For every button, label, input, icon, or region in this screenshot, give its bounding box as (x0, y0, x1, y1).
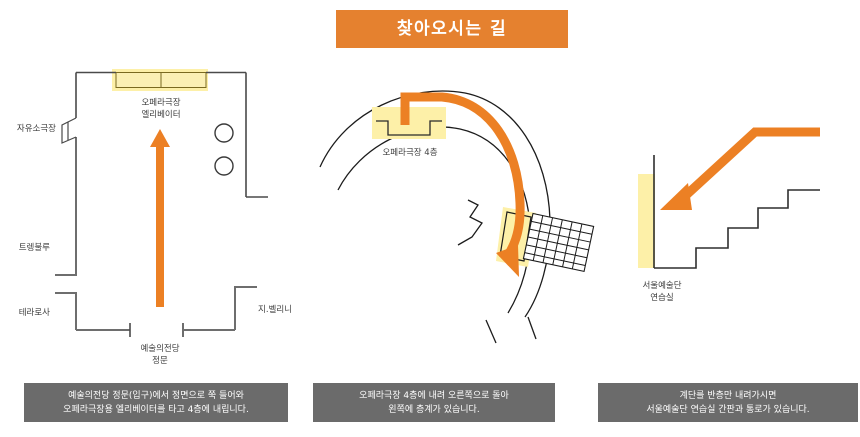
caption-box-step3: 계단를 반층만 내려가시면 서울예술단 연습실 간판과 통로가 있습니다. (598, 383, 858, 422)
route-arrow-shaft (156, 143, 164, 307)
route-arrow-panel3 (660, 127, 820, 210)
corridor-wall-lower-left (485, 319, 497, 344)
caption-step1-line2: 오페라극장용 엘리베이터를 타고 4층에 내립니다. (63, 404, 249, 415)
rehearsal-wall-highlight (638, 174, 655, 268)
pillar-circle-upper (214, 123, 234, 143)
elevator-4f-alcove (376, 120, 442, 136)
shop-wall-terarosa (55, 292, 77, 330)
stair-profile (654, 189, 820, 269)
page-title: 찾아오시는 길 (396, 18, 508, 39)
label-elevator-line1: 오페라극장 (141, 97, 180, 108)
route-arrow-panel2 (400, 92, 525, 277)
route-arrow-path (679, 127, 820, 202)
caption-box-step2: 오페라극장 4층에 내려 오른쪽으로 돌아 왼쪽에 층계가 있습니다. (313, 383, 555, 422)
door-symbol-free-theater (61, 117, 77, 144)
panel-fourth-floor: 오페라극장 4층 (300, 55, 595, 375)
panel-stairs: 서울예술단 연습실 (580, 55, 860, 375)
label-shop-bellini: 지.벨리니 (258, 304, 292, 315)
label-elevator-4f: 오페라극장 4층 (382, 147, 437, 158)
route-arrow-path (400, 92, 525, 258)
fourth-floor-diagram: 오페라극장 4층 (319, 90, 595, 344)
caption-step3-line1: 계단를 반층만 내려가시면 (679, 390, 777, 401)
shop-wall-trengbulu (55, 235, 77, 276)
panel-ground-floor: 오페라극장 엘리베이터 자유소극장 트렝불루 테라로사 지.벨리니 예술의전당 … (0, 55, 300, 375)
label-elevator-line2: 엘리베이터 (141, 109, 180, 120)
stair-steps-group (522, 212, 595, 273)
stair-rail-lines (532, 215, 583, 270)
label-main-gate-line1: 예술의전당 (140, 343, 179, 354)
corridor-wall-lower-right (527, 316, 537, 340)
stair-tread-lines (524, 220, 593, 267)
label-rehearsal-line1: 서울예술단 (642, 280, 681, 291)
caption-step3-line2: 서울예술단 연습실 간판과 통로가 있습니다. (646, 404, 810, 415)
shop-wall-bellini (234, 286, 257, 330)
elevator-cell-right (160, 72, 207, 88)
route-arrow-panel1 (150, 129, 170, 307)
pillar-circle-lower (214, 156, 234, 176)
route-arrow-head (496, 245, 519, 277)
label-shop-terarosa: 테라로사 (19, 308, 50, 318)
label-main-gate-line2: 정문 (152, 355, 168, 366)
elevator-cell-left (115, 72, 162, 88)
stairs-diagram: 서울예술단 연습실 (638, 127, 820, 303)
caption-step1-line1: 예술의전당 정문(입구)에서 정면으로 쭉 들어와 (68, 390, 244, 401)
stair-steps-frame (522, 212, 595, 273)
label-rehearsal-line2: 연습실 (650, 292, 673, 303)
caption-step2-line2: 왼쪽에 층계가 있습니다. (388, 404, 480, 415)
ground-floor-diagram: 오페라극장 엘리베이터 자유소극장 트렝불루 테라로사 지.벨리니 예술의전당 … (17, 69, 292, 366)
route-arrow-head (150, 129, 170, 147)
corridor-wall-notch (457, 199, 483, 246)
caption-box-step1: 예술의전당 정문(입구)에서 정면으로 쭉 들어와 오페라극장용 엘리베이터를 … (24, 383, 288, 422)
page-title-banner: 찾아오시는 길 (336, 10, 568, 48)
label-free-theater: 자유소극장 (17, 123, 56, 134)
route-arrow-head (660, 183, 692, 210)
caption-step2-line1: 오페라극장 4층에 내려 오른쪽으로 돌아 (359, 390, 509, 401)
label-shop-trengbulu: 트렝불루 (19, 242, 50, 253)
